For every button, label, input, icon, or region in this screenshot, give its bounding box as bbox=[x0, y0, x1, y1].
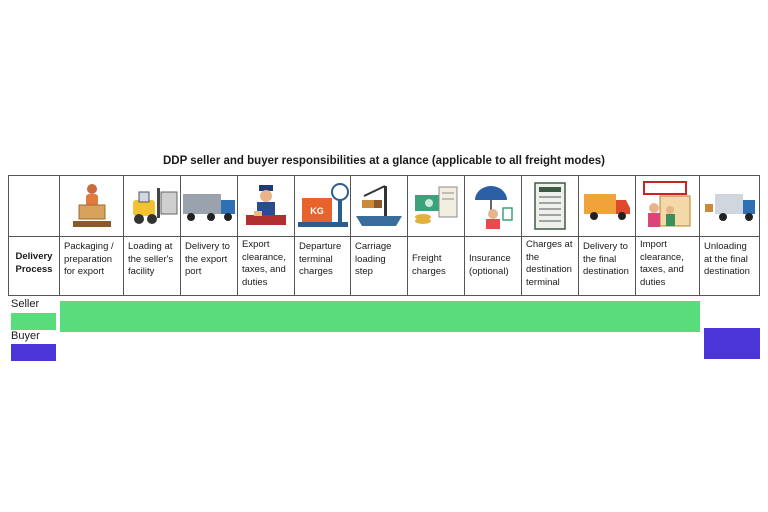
crane-ship-icon bbox=[350, 176, 407, 236]
truck-icon bbox=[180, 176, 237, 236]
seller-legend-label: Seller bbox=[11, 298, 40, 310]
buyer-legend-swatch bbox=[11, 344, 56, 361]
step-label: Charges at the destination terminal bbox=[521, 236, 578, 296]
buyer-legend-label: Buyer bbox=[11, 330, 40, 342]
step-label: Delivery to the final destination bbox=[578, 236, 635, 296]
step-label: Unloading at the final destination bbox=[699, 236, 760, 296]
step-label: Export clearance, taxes, and duties bbox=[237, 236, 294, 296]
receipt-icon bbox=[521, 176, 578, 236]
empty-corner-cell bbox=[9, 176, 59, 236]
seller-legend-swatch bbox=[11, 313, 56, 330]
customs-officer-icon bbox=[237, 176, 294, 236]
step-label: Insurance (optional) bbox=[464, 236, 521, 296]
step-label: Freight charges bbox=[407, 236, 464, 296]
seller-responsibility-bar bbox=[60, 301, 700, 332]
step-label: Import clearance, taxes, and duties bbox=[635, 236, 699, 296]
step-label: Packaging / preparation for export bbox=[59, 236, 123, 296]
step-label: Delivery to the export port bbox=[180, 236, 237, 296]
delivery-process-header: Delivery Process bbox=[9, 236, 59, 296]
step-label: Departure terminal charges bbox=[294, 236, 350, 296]
scale-kg-icon: KG bbox=[294, 176, 350, 236]
forklift-icon bbox=[123, 176, 180, 236]
diagram-title: DDP seller and buyer responsibilities at… bbox=[162, 155, 606, 167]
packaging-icon bbox=[59, 176, 123, 236]
insurance-umbrella-icon bbox=[464, 176, 521, 236]
unloading-truck-icon bbox=[699, 176, 760, 236]
approved-stamp-icon bbox=[635, 176, 699, 236]
buyer-responsibility-bar bbox=[704, 328, 760, 359]
delivery-van-icon bbox=[578, 176, 635, 236]
responsibility-table: KG bbox=[8, 175, 760, 296]
step-label: Loading at the seller's facility bbox=[123, 236, 180, 296]
svg-text:KG: KG bbox=[310, 206, 324, 216]
money-bill-icon bbox=[407, 176, 464, 236]
step-label: Carriage loading step bbox=[350, 236, 407, 296]
